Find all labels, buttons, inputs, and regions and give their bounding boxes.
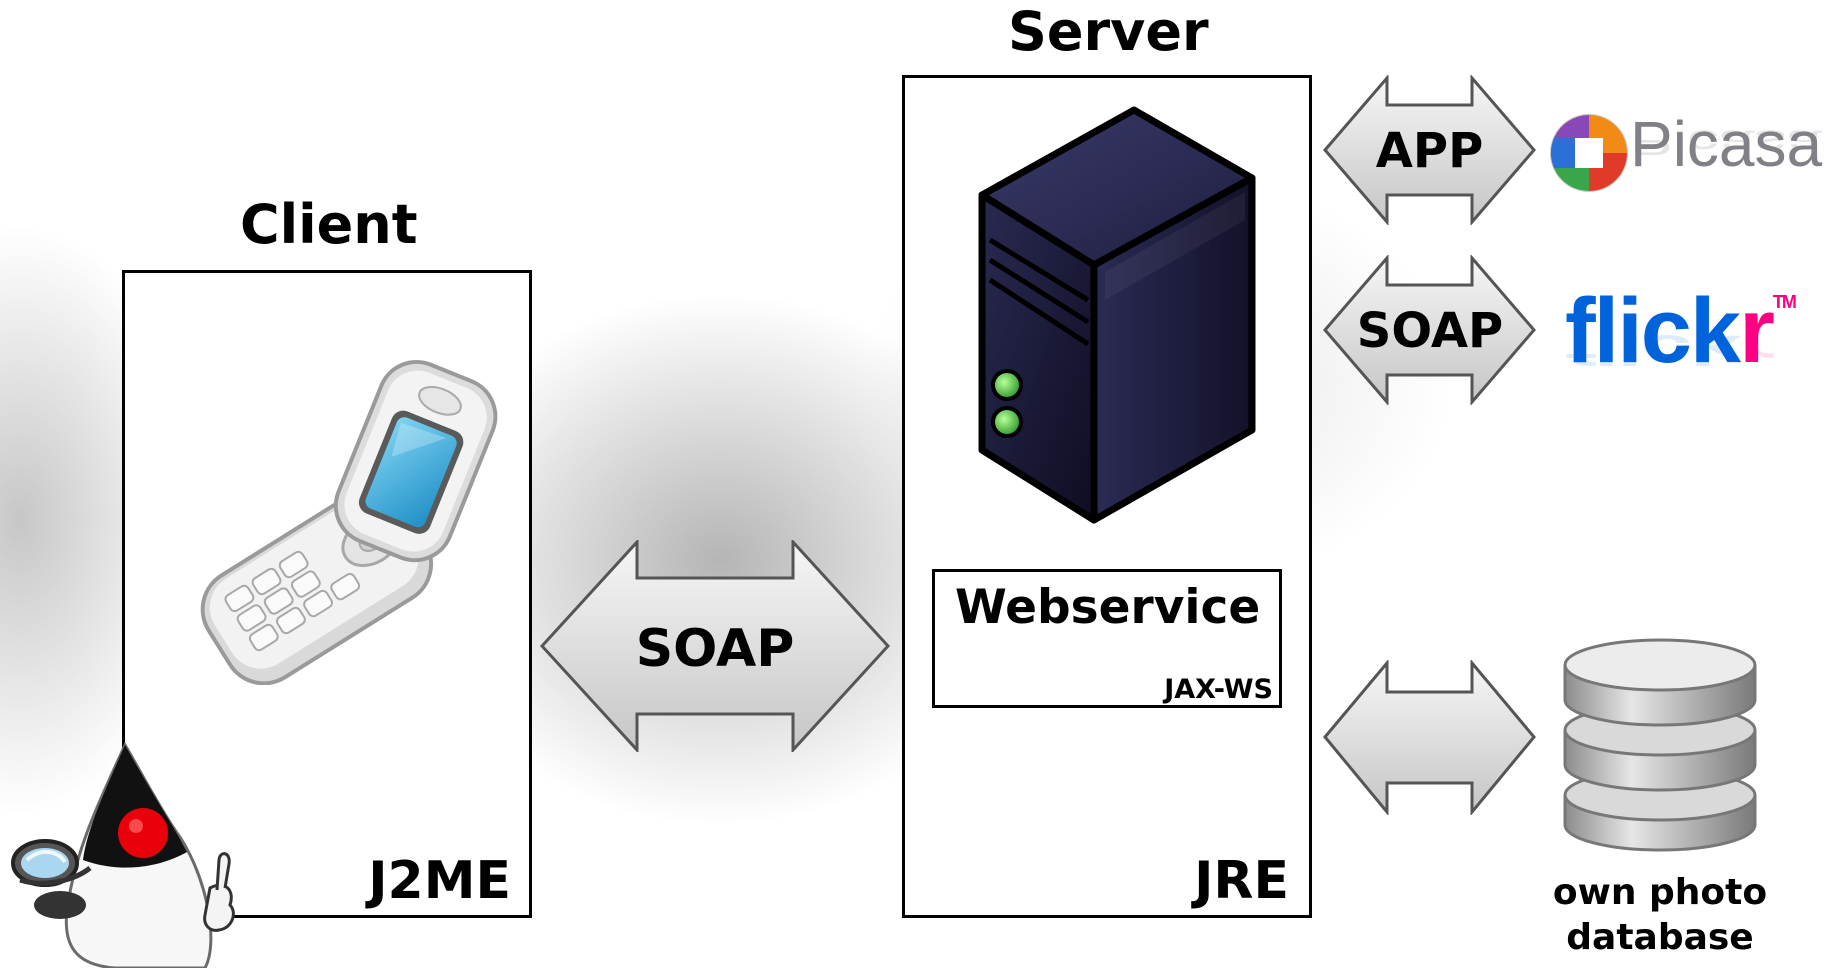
picasa-arrow — [1323, 75, 1536, 225]
client-server-protocol-label: SOAP — [635, 619, 795, 679]
database-label-line1: own photo — [1552, 872, 1768, 913]
flickr-trademark: TM — [1772, 292, 1797, 312]
webservice-box: Webservice JAX-WS — [932, 569, 1282, 708]
database-label-line2: database — [1566, 917, 1754, 958]
database-icon — [1563, 638, 1757, 852]
database-label: own photo database — [1530, 870, 1790, 960]
picasa-logo-icon — [1550, 114, 1628, 192]
client-title: Client — [240, 193, 418, 256]
client-server-arrow — [540, 540, 890, 752]
phone-icon — [200, 360, 498, 685]
flickr-reflection: flickr — [1565, 326, 1773, 373]
webservice-subtitle: JAX-WS — [1164, 674, 1273, 705]
webservice-title: Webservice — [955, 580, 1261, 635]
flickr-protocol-label: SOAP — [1356, 303, 1504, 359]
database-arrow — [1323, 660, 1536, 815]
server-icon — [978, 106, 1256, 524]
flickr-arrow — [1323, 255, 1536, 405]
flickr-logo: flickr TM — [1565, 280, 1797, 382]
picasa-protocol-label: APP — [1375, 123, 1484, 179]
server-env-label: JRE — [1194, 851, 1289, 911]
client-env-label: J2ME — [368, 851, 511, 911]
picasa-reflection: Picasa — [1630, 122, 1823, 163]
picasa-name: Picasa — [1630, 108, 1823, 180]
server-title: Server — [1008, 0, 1209, 63]
duke-mascot-icon — [11, 741, 235, 968]
